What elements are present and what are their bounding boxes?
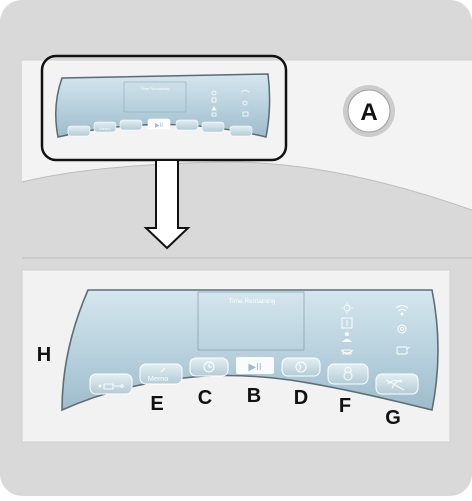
remote-button[interactable]	[89, 373, 133, 395]
top-clock-button[interactable]	[119, 119, 143, 131]
play-pause-glyph: ▶II	[248, 362, 261, 373]
top-panel: Time Remaining Memo ▶II	[21, 54, 472, 211]
top-display-text: Time Remaining	[141, 86, 170, 91]
door-icon	[341, 317, 353, 329]
top-memo-label: Memo	[99, 126, 111, 131]
steam-icon	[295, 361, 307, 373]
remote-control-icon	[98, 383, 124, 390]
top-play-button[interactable]	[147, 118, 171, 130]
person-icon	[342, 332, 352, 342]
label-d: D	[294, 387, 308, 409]
top-memo-button[interactable]	[93, 121, 117, 133]
top-steam-button[interactable]	[175, 119, 199, 131]
time-remaining-window	[197, 291, 305, 351]
top-status-icons	[211, 90, 250, 117]
bottom-panel: Time Remaining	[21, 269, 451, 443]
label-f: F	[339, 395, 351, 417]
steam-button[interactable]	[281, 357, 321, 377]
label-b: B	[247, 385, 261, 407]
top-button-row: Memo ▶II	[67, 118, 253, 137]
eco-wash-button[interactable]	[375, 373, 419, 395]
label-c: C	[198, 387, 212, 409]
child-lock-button[interactable]	[327, 363, 369, 385]
top-control-display: Time Remaining Memo ▶II	[55, 73, 271, 138]
light-icon	[341, 302, 353, 314]
clock-button[interactable]	[189, 357, 229, 377]
drum-icon	[397, 324, 407, 334]
memo-button[interactable]: Memo	[139, 363, 183, 385]
label-g: G	[385, 407, 401, 429]
wifi-icon	[395, 305, 409, 316]
top-lock-button[interactable]	[201, 121, 225, 133]
label-e: E	[150, 393, 163, 415]
zoom-arrow	[143, 159, 191, 250]
label-h: H	[37, 344, 51, 366]
clock-icon	[203, 361, 215, 373]
top-play-glyph: ▶II	[155, 123, 163, 129]
display-time-remaining-label: Time Remaining	[228, 298, 275, 305]
eco-wash-icon	[385, 379, 405, 391]
basin-icon	[340, 349, 354, 355]
memo-icon	[160, 367, 166, 373]
top-remote-button[interactable]	[67, 125, 91, 137]
child-lock-icon	[343, 367, 353, 381]
detergent-icon	[396, 346, 411, 355]
bottom-control-display: Time Remaining	[61, 289, 439, 412]
memo-button-label: Memo	[148, 374, 169, 383]
top-eco-button[interactable]	[229, 125, 253, 137]
button-a[interactable]: A	[343, 85, 395, 137]
play-pause-button[interactable]: ▶II	[236, 357, 274, 374]
callout-labels: H E C B D F G	[37, 344, 401, 429]
button-a-label: A	[360, 99, 377, 126]
